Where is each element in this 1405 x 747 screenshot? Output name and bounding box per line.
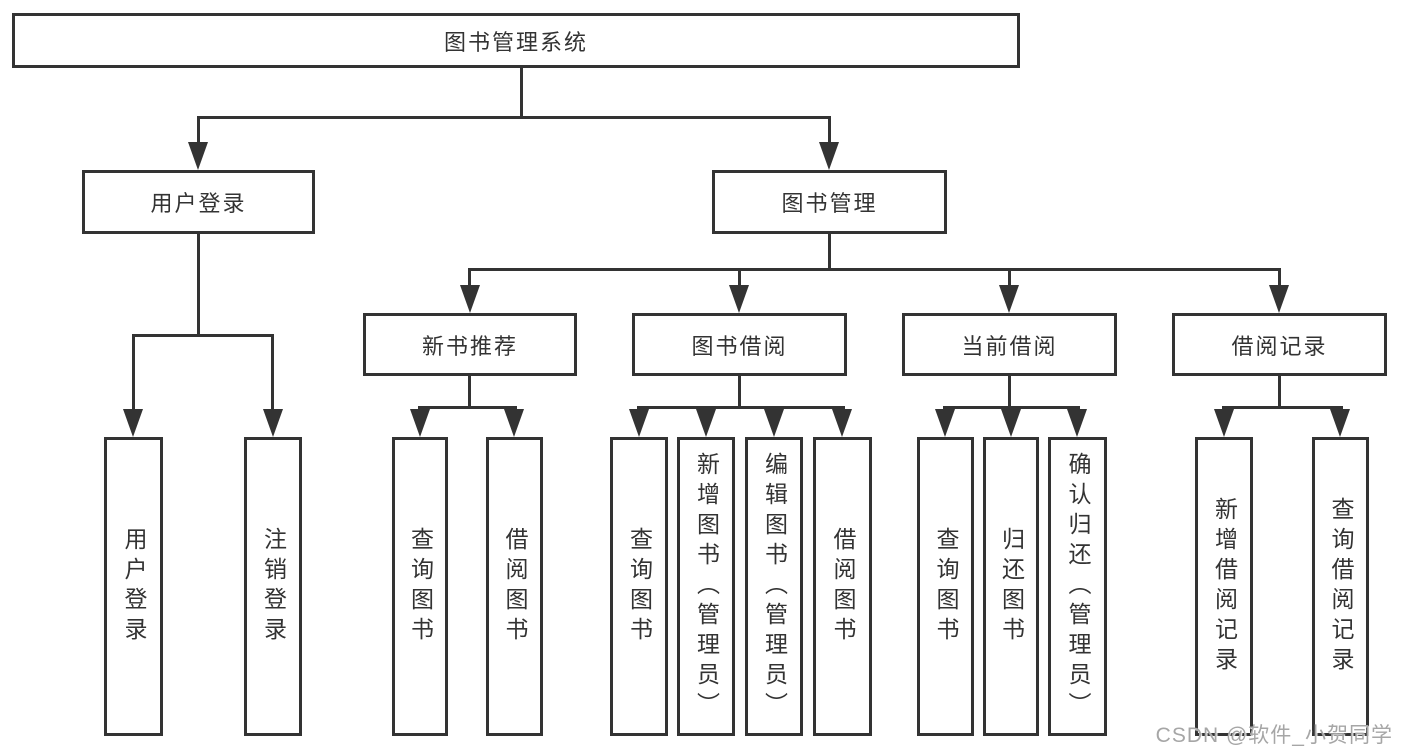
connector-line [738,376,741,409]
arrowhead-down-icon [1330,409,1350,437]
arrowhead-down-icon [819,142,839,170]
leaf-label: 归还图书 [998,526,1025,647]
leaf-label: 新增图书（管理员） [693,451,720,722]
leaf-label: 查询图书 [407,526,434,647]
leaf-query-books-current: 查询图书 [917,437,974,736]
arrowhead-down-icon [1269,285,1289,313]
connector-line [520,67,523,119]
connector-line [197,116,200,146]
connector-line [828,116,831,146]
leaf-borrow-books: 借阅图书 [813,437,872,736]
connector-line [738,268,741,288]
connector-line [468,376,471,409]
connector-line [132,334,274,337]
arrowhead-down-icon [123,409,143,437]
arrowhead-down-icon [1214,409,1234,437]
leaf-add-book-admin: 新增图书（管理员） [677,437,735,736]
leaf-label: 新增借阅记录 [1211,496,1238,677]
leaf-label: 借阅图书 [502,526,528,647]
arrowhead-down-icon [999,285,1019,313]
node-borrow-records: 借阅记录 [1172,313,1387,376]
leaf-query-books-recommend: 查询图书 [392,437,448,736]
arrowhead-down-icon [1001,409,1021,437]
arrowhead-down-icon [935,409,955,437]
connector-line [1008,376,1011,409]
leaf-label: 查询图书 [933,526,959,647]
leaf-query-books-borrow: 查询图书 [610,437,668,736]
arrowhead-down-icon [832,409,852,437]
connector-line [1222,406,1343,409]
arrowhead-down-icon [764,409,784,437]
arrowhead-down-icon [1067,409,1087,437]
leaf-edit-book-admin: 编辑图书（管理员） [745,437,803,736]
arrowhead-down-icon [729,285,749,313]
leaf-label: 查询借阅记录 [1328,496,1354,677]
node-book-management: 图书管理 [712,170,947,234]
arrowhead-down-icon [188,142,208,170]
leaf-label: 查询图书 [626,526,653,647]
connector-line [197,116,831,119]
arrowhead-down-icon [504,409,524,437]
arrowhead-down-icon [460,285,480,313]
leaf-label: 借阅图书 [830,526,856,647]
leaf-logout: 注销登录 [244,437,302,736]
leaf-query-borrow-record: 查询借阅记录 [1312,437,1369,736]
leaf-label: 确认归还（管理员） [1065,451,1091,722]
leaf-label: 注销登录 [260,526,287,647]
connector-line [1278,376,1281,409]
connector-line [828,234,831,271]
connector-line [1008,268,1011,288]
leaf-label: 用户登录 [121,526,147,647]
connector-line [1278,268,1281,288]
leaf-return-book: 归还图书 [983,437,1039,736]
leaf-confirm-return-admin: 确认归还（管理员） [1048,437,1107,736]
arrowhead-down-icon [263,409,283,437]
leaf-label: 编辑图书（管理员） [761,451,788,722]
node-user-login: 用户登录 [82,170,315,234]
arrowhead-down-icon [629,409,649,437]
connector-line [132,334,135,410]
connector-line [197,234,200,337]
arrowhead-down-icon [696,409,716,437]
leaf-add-borrow-record: 新增借阅记录 [1195,437,1253,736]
leaf-borrow-books-recommend: 借阅图书 [486,437,543,736]
leaf-user-login: 用户登录 [104,437,163,736]
node-library-system: 图书管理系统 [12,13,1020,68]
arrowhead-down-icon [410,409,430,437]
connector-line [271,334,274,410]
connector-line [943,406,1080,409]
node-new-book-recommend: 新书推荐 [363,313,577,376]
connector-line [418,406,517,409]
node-book-borrow: 图书借阅 [632,313,847,376]
node-current-borrow: 当前借阅 [902,313,1117,376]
connector-line [637,406,845,409]
csdn-watermark: CSDN @软件_小贺同学 [1155,724,1393,747]
connector-line [468,268,471,288]
connector-line [468,268,1281,271]
